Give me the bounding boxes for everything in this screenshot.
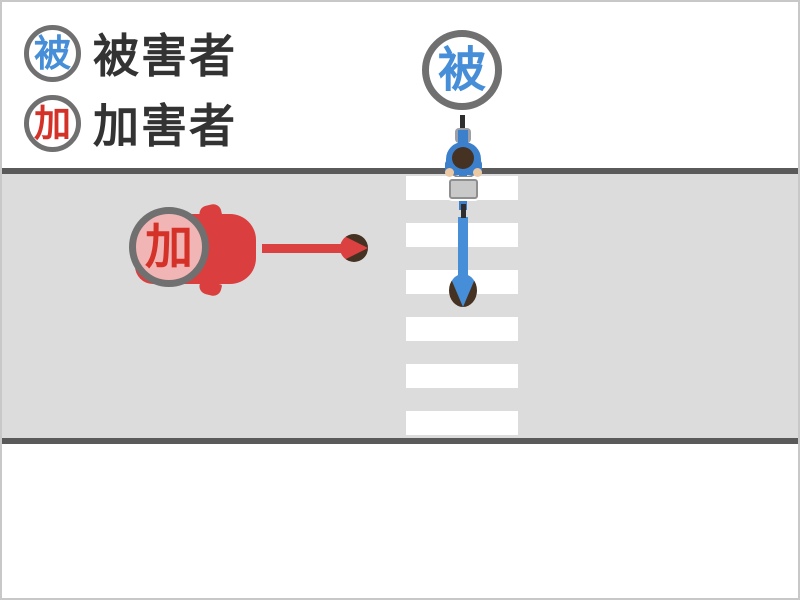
blue-arrow-shaft	[458, 217, 468, 276]
car-role-badge: 加	[129, 207, 209, 287]
road-edge-line-bottom	[2, 438, 798, 444]
bicycle-with-rider	[442, 112, 486, 222]
rider-left-hand	[445, 168, 454, 177]
crosswalk-stripe	[406, 411, 518, 435]
road-surface	[2, 174, 798, 438]
legend-attacker-label: 加害者	[93, 99, 237, 153]
bicycle-seat	[458, 130, 468, 144]
cyclist-role-badge-char: 被	[437, 42, 486, 98]
rider-left-arm	[445, 160, 454, 175]
legend-victim-badge-char: 被	[34, 31, 71, 75]
legend-attacker-badge: 加	[24, 94, 81, 152]
bicycle-front-wheel	[461, 204, 466, 218]
car-role-badge-char: 加	[144, 219, 193, 275]
rider-head	[452, 147, 474, 169]
legend-attacker-row: 加 加害者	[24, 90, 237, 156]
red-arrow-shaft	[262, 244, 342, 253]
legend-victim-label: 被害者	[93, 29, 237, 83]
legend-attacker-badge-char: 加	[34, 101, 71, 145]
car-direction-arrow-right	[262, 234, 368, 262]
blue-arrow-head	[449, 274, 477, 307]
cyclist-role-badge: 被	[422, 30, 502, 110]
road-edge-line-top	[2, 168, 798, 174]
red-arrow-head	[340, 234, 368, 262]
rider-right-arm	[473, 160, 482, 175]
crosswalk-stripe	[406, 317, 518, 341]
rider-right-hand	[473, 168, 482, 177]
bicycle-basket	[449, 179, 478, 199]
cyclist-direction-arrow-down	[449, 217, 477, 307]
legend-victim-row: 被 被害者	[24, 20, 237, 86]
bicycle-rear-wheel	[460, 115, 465, 130]
crosswalk-stripe	[406, 364, 518, 388]
legend-victim-badge: 被	[24, 24, 81, 82]
